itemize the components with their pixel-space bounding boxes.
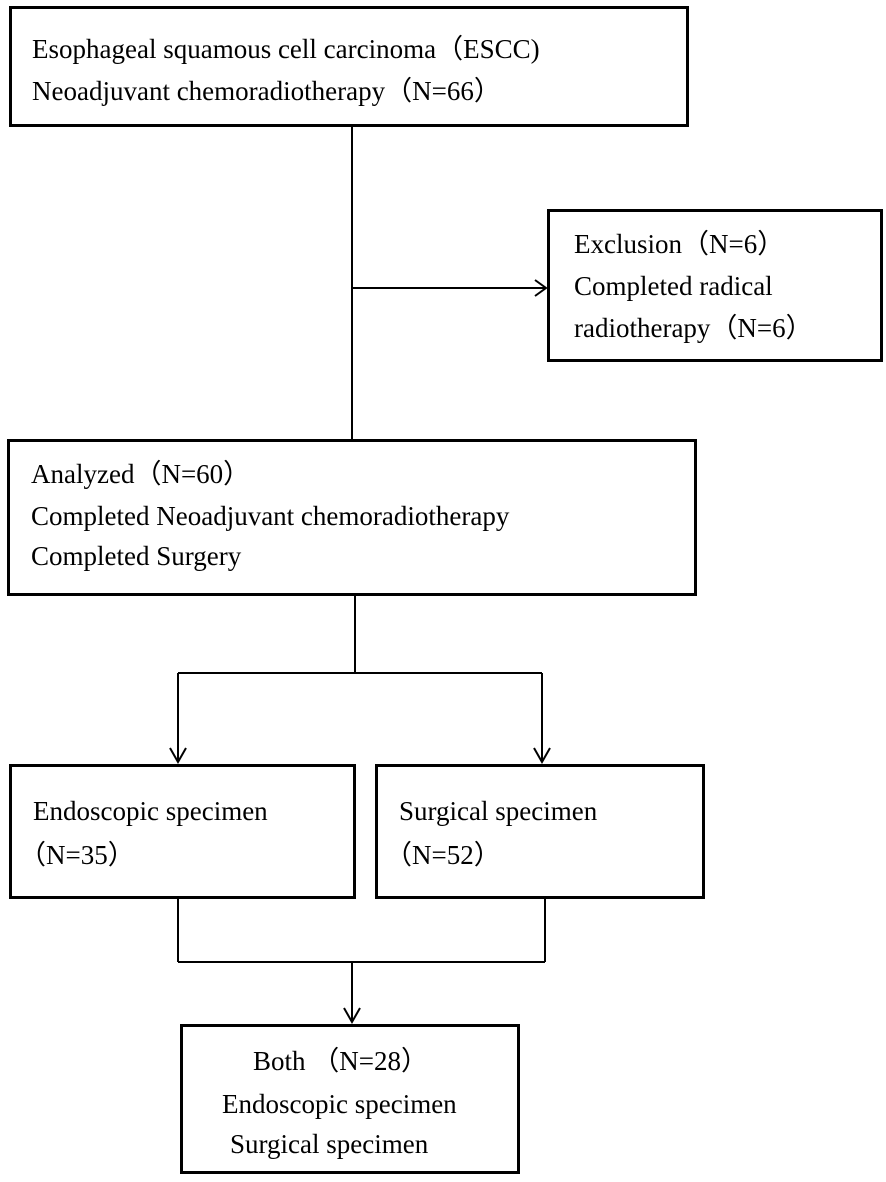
start-box-subtitle: Neoadjuvant chemoradiotherapy（N=66） [32, 76, 501, 106]
surgical-box-count: （N=52） [385, 840, 501, 870]
endoscopic-specimen-box: Endoscopic specimen （N=35） [9, 764, 356, 899]
arrowhead-exclusion [534, 279, 548, 297]
both-box-title: Both （N=28） [253, 1046, 428, 1076]
arrowhead-endoscopic [169, 747, 187, 765]
exclusion-box-title: Exclusion（N=6） [574, 229, 785, 259]
start-box: Esophageal squamous cell carcinoma（ESCC)… [9, 6, 689, 127]
exclusion-box: Exclusion（N=6） Completed radical radioth… [547, 209, 883, 362]
exclusion-box-reason-1: Completed radical [574, 271, 773, 301]
arrowhead-both [343, 1007, 361, 1025]
both-box-item-1: Endoscopic specimen [222, 1089, 457, 1119]
analyzed-box: Analyzed（N=60） Completed Neoadjuvant che… [7, 439, 697, 596]
endoscopic-box-title: Endoscopic specimen [33, 796, 268, 826]
analyzed-box-criterion-2: Completed Surgery [31, 541, 242, 571]
surgical-box-title: Surgical specimen [399, 796, 598, 826]
exclusion-box-reason-2: radiotherapy（N=6） [574, 313, 813, 343]
surgical-specimen-box: Surgical specimen （N=52） [375, 764, 705, 899]
start-box-title: Esophageal squamous cell carcinoma（ESCC) [32, 34, 540, 64]
both-box: Both （N=28） Endoscopic specimen Surgical… [180, 1024, 520, 1174]
analyzed-box-title: Analyzed（N=60） [31, 459, 251, 489]
endoscopic-box-count: （N=35） [19, 840, 135, 870]
both-box-item-2: Surgical specimen [230, 1129, 429, 1159]
analyzed-box-criterion-1: Completed Neoadjuvant chemoradiotherapy [31, 501, 510, 531]
arrowhead-surgical [533, 747, 551, 765]
